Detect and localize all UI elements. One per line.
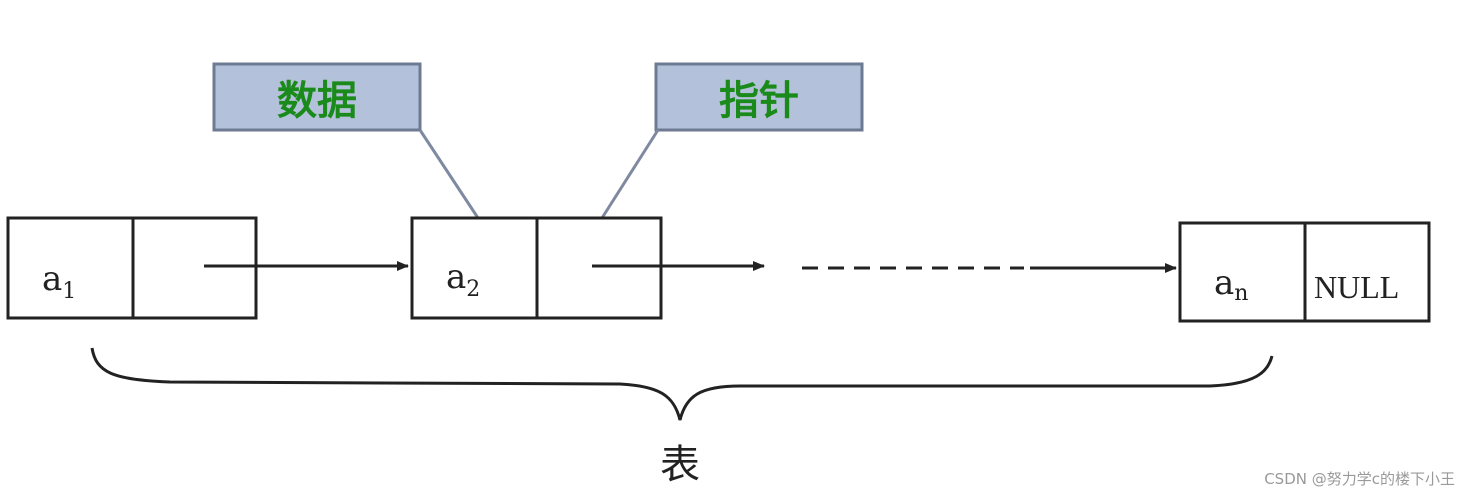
list-node-n: an NULL <box>1178 221 1431 323</box>
pointer-callout-box <box>654 62 864 132</box>
brace-label: 表 <box>660 442 700 488</box>
watermark: CSDN @努力学c的楼下小王 <box>1264 470 1455 488</box>
node-2-pointer-cell <box>535 216 663 320</box>
list-node-1: a1 <box>6 216 258 320</box>
node-n-label: an <box>1214 263 1248 306</box>
node-1-data-cell <box>6 216 135 320</box>
node-1-label: a1 <box>42 259 76 304</box>
pointer-leader-line <box>600 129 660 219</box>
data-callout: 数据 <box>212 62 422 132</box>
data-leader-line <box>418 129 480 219</box>
node-1-pointer-cell <box>131 216 258 320</box>
node-n-pointer-cell <box>1303 221 1431 323</box>
data-callout-label: 数据 <box>277 78 357 124</box>
curly-brace <box>90 347 1274 421</box>
node-2-data-cell <box>410 216 539 320</box>
pointer-callout-label: 指针 <box>719 78 799 124</box>
data-callout-box <box>212 62 422 132</box>
node-n-null-label: NULL <box>1314 269 1399 305</box>
node-n-data-cell <box>1178 221 1307 323</box>
node-2-label: a2 <box>446 257 480 302</box>
list-node-2: a2 <box>410 216 663 320</box>
pointer-callout: 指针 <box>654 62 864 132</box>
